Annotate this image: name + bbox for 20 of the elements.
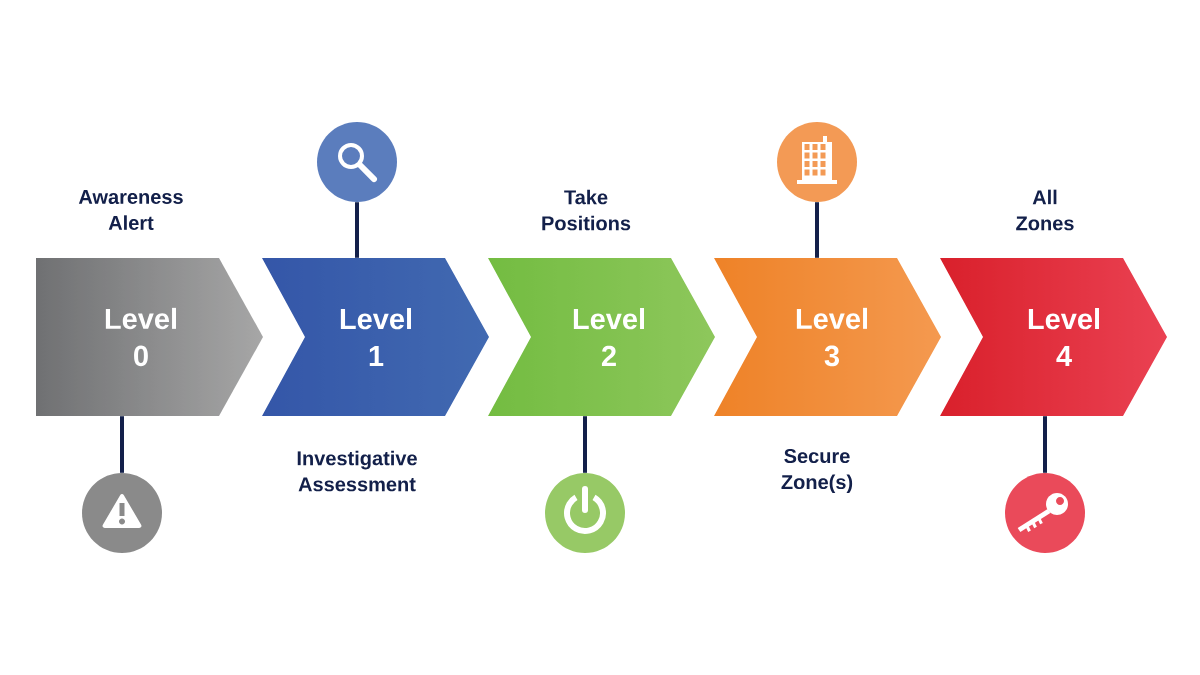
connector-line <box>1043 416 1047 473</box>
step-label: Secure Zone(s) <box>781 448 853 494</box>
chevron-arrow: Level 3 <box>796 307 868 367</box>
connector-line <box>815 202 819 258</box>
chevron-arrow: Level 4 <box>1028 308 1100 366</box>
search-icon <box>317 122 397 202</box>
power-icon <box>545 473 625 553</box>
connector-line <box>120 416 124 473</box>
step-label: Take Positions <box>542 189 631 231</box>
connector-line <box>355 202 359 258</box>
chevron-arrow: Level 2 <box>573 308 644 366</box>
step-label: All Zones <box>1016 189 1074 231</box>
warning-icon <box>82 473 162 553</box>
key-icon <box>1005 473 1085 553</box>
chevron-arrow: Level 0 <box>105 307 176 367</box>
connector-line <box>583 416 587 473</box>
building-icon <box>777 122 857 202</box>
step-label: Awareness Alert <box>78 190 183 230</box>
chevron-arrow: Level 1 <box>340 308 411 366</box>
step-label: Investigative Assessment <box>297 450 417 492</box>
